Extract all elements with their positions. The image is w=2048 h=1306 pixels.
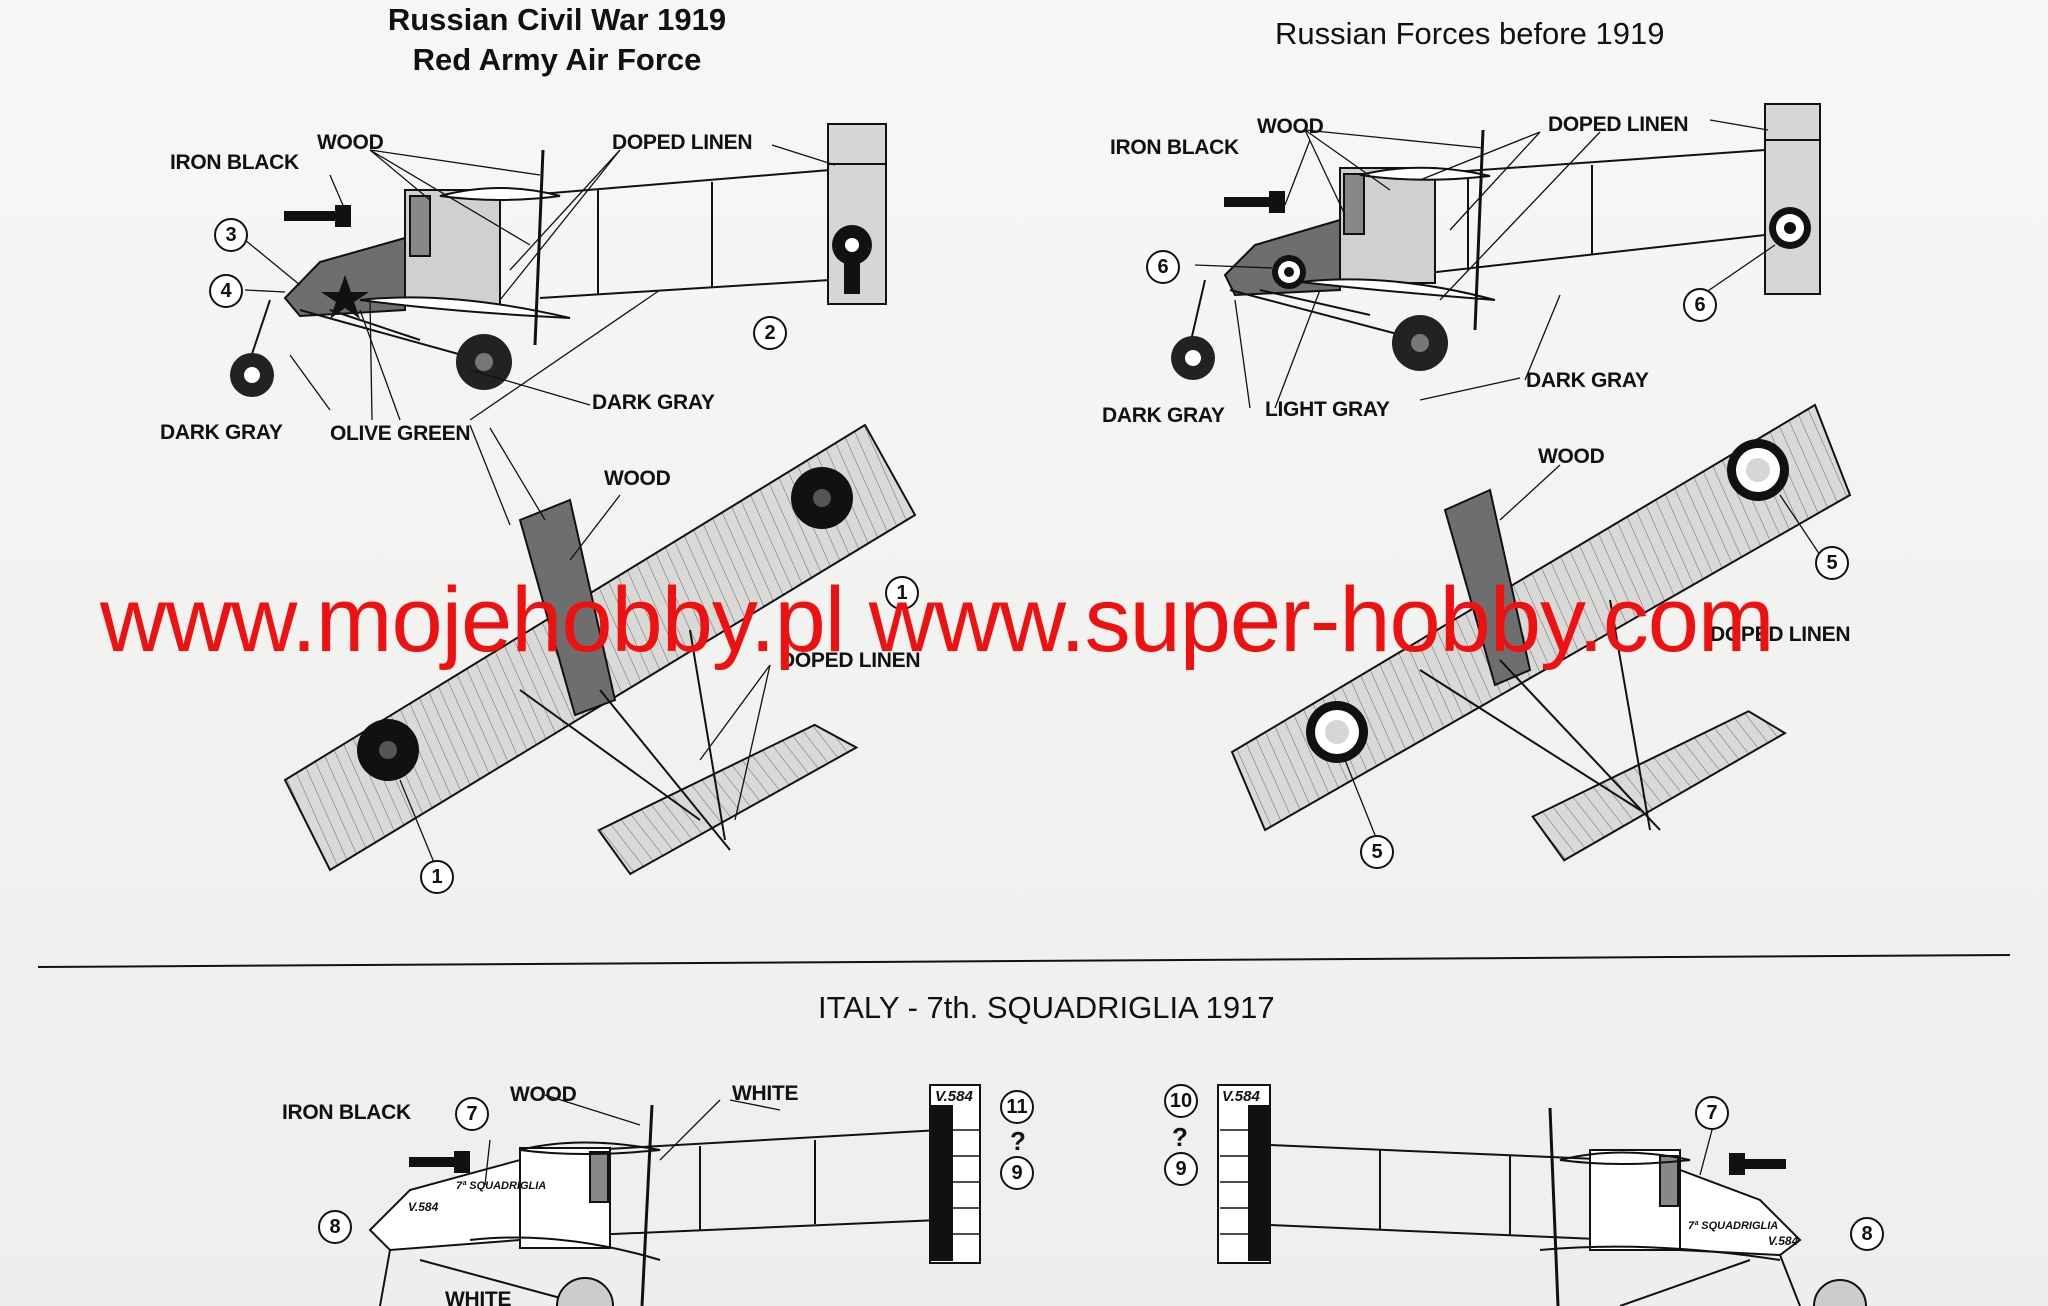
label-wood-italy: WOOD: [510, 1083, 577, 1106]
callout-5-left: 5: [1360, 835, 1394, 869]
italy-left-serial: V.584: [408, 1200, 439, 1214]
russian-forces-title: Russian Forces before 1919: [1275, 16, 1665, 51]
italy-left-rudder-stripes: [931, 1105, 980, 1261]
russian-forces-wing-roundel-right: [1727, 439, 1789, 501]
red-army-wing-roundel-right: [791, 467, 853, 529]
label-white-italy-bottom: WHITE: [445, 1288, 512, 1306]
callout-9-right: 9: [1164, 1152, 1198, 1186]
label-dark-gray-russian-right: DARK GRAY: [1526, 369, 1649, 392]
label-wood-red-top: WOOD: [604, 467, 671, 490]
leader-lines: [244, 119, 1821, 1186]
red-army-title-line1: Russian Civil War 1919: [387, 2, 727, 37]
red-army-wheels: [230, 334, 512, 397]
callout-1-left: 1: [420, 860, 454, 894]
callout-3: 3: [214, 218, 248, 252]
label-doped-linen-red-top: DOPED LINEN: [780, 649, 921, 672]
callout-7-right: 7: [1695, 1096, 1729, 1130]
callout-9-left: 9: [1000, 1156, 1034, 1190]
label-wood-russian-top: WOOD: [1538, 445, 1605, 468]
russian-roundel-rudder: [1769, 207, 1811, 249]
label-light-gray-russian: LIGHT GRAY: [1265, 398, 1390, 421]
italy-right-squadriglia-marking: 7ª SQUADRIGLIA: [1688, 1220, 1779, 1232]
russian-roundel-fuselage: [1272, 255, 1306, 289]
label-dark-gray-russian-left: DARK GRAY: [1102, 404, 1225, 427]
russian-forces-wing-roundel-left: [1306, 701, 1368, 763]
red-army-wing-roundel-left: [357, 719, 419, 781]
red-army-rudder-roundel: [832, 225, 872, 294]
callout-unknown-left: ?: [1010, 1126, 1026, 1156]
italy-left-rudder-serial: V.584: [935, 1088, 973, 1105]
italy-right-rudder-serial: V.584: [1222, 1088, 1260, 1105]
callout-2: 2: [753, 316, 787, 350]
label-doped-linen-russian-side: DOPED LINEN: [1548, 113, 1689, 136]
label-olive-green-red: OLIVE GREEN: [330, 422, 471, 445]
red-army-side-view: [249, 123, 887, 361]
store-watermark: www.mojehobby.pl www.super-hobby.com: [100, 569, 1775, 671]
label-white-italy-top: WHITE: [732, 1082, 799, 1105]
russian-forces-side-view: [1189, 103, 1821, 346]
callout-7-left: 7: [455, 1097, 489, 1131]
italy-right-rudder-stripes: [1220, 1105, 1270, 1261]
italy-right-serial: V.584: [1768, 1234, 1799, 1248]
callout-5-right: 5: [1815, 546, 1849, 580]
callout-8-right: 8: [1850, 1217, 1884, 1251]
label-iron-black-italy: IRON BLACK: [282, 1101, 411, 1124]
red-star-marking: [321, 275, 369, 319]
label-doped-linen-red-side: DOPED LINEN: [612, 131, 753, 154]
callout-8-left: 8: [318, 1210, 352, 1244]
italy-right-side-view: [1217, 1084, 1867, 1306]
callout-6-fuselage: 6: [1146, 250, 1180, 284]
russian-forces-top-view: [1230, 403, 1852, 862]
red-army-title-line2: Red Army Air Force: [412, 42, 702, 77]
callout-1-right: 1: [885, 576, 919, 610]
italy-left-squadriglia-marking: 7ª SQUADRIGLIA: [456, 1180, 547, 1192]
label-iron-black-russian: IRON BLACK: [1110, 136, 1239, 159]
label-dark-gray-red-left: DARK GRAY: [160, 421, 283, 444]
label-dark-gray-red-right: DARK GRAY: [592, 391, 715, 414]
label-wood-russian-side: WOOD: [1257, 115, 1324, 138]
russian-forces-wheels: [1171, 315, 1448, 380]
italy-title: ITALY - 7th. SQUADRIGLIA 1917: [818, 990, 1275, 1025]
callout-11: 11: [1000, 1090, 1034, 1124]
red-army-top-view: [283, 423, 917, 876]
callout-10: 10: [1164, 1084, 1198, 1118]
section-divider: [37, 954, 2011, 968]
callout-unknown-right: ?: [1172, 1122, 1188, 1152]
label-wood-red-side: WOOD: [317, 131, 384, 154]
label-doped-linen-russian-top: DOPED LINEN: [1710, 623, 1851, 646]
label-iron-black-red: IRON BLACK: [170, 151, 299, 174]
callout-6-rudder: 6: [1683, 288, 1717, 322]
red-army-title: Russian Civil War 1919 Red Army Air Forc…: [372, 0, 742, 80]
callout-4: 4: [209, 274, 243, 308]
